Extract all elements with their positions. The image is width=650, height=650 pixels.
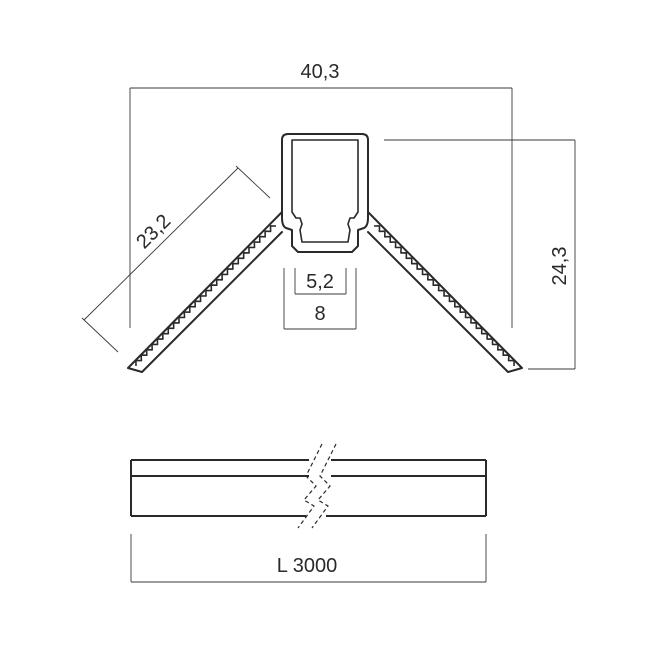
- left-wing-base: [127, 211, 283, 373]
- dim-total-width-label: 40,3: [301, 61, 340, 83]
- cross-section-profile: [127, 133, 523, 373]
- left-wing-serration: [135, 225, 277, 367]
- dim-height-label: 24,3: [549, 247, 571, 286]
- dim-channel-inner: 5,2: [294, 268, 347, 295]
- channel-inner: [291, 139, 359, 243]
- right-wing-base: [367, 211, 523, 373]
- dim-channel-outer: 8: [283, 268, 357, 330]
- break-symbol-right: [311, 443, 337, 529]
- break-symbol-left: [297, 443, 323, 529]
- dim-channel-inner-label: 5,2: [306, 271, 334, 293]
- dim-total-width: 40,3: [129, 61, 513, 328]
- channel-outline: [281, 133, 369, 253]
- dim-wing-length-label: 23,2: [132, 210, 175, 253]
- dim-length: L 3000: [130, 534, 487, 583]
- right-wing-serration: [373, 225, 515, 367]
- dim-channel-outer-label: 8: [314, 303, 325, 325]
- side-view-bar: [130, 443, 487, 529]
- dim-height: 24,3: [384, 139, 576, 370]
- dim-length-label: L 3000: [277, 555, 337, 577]
